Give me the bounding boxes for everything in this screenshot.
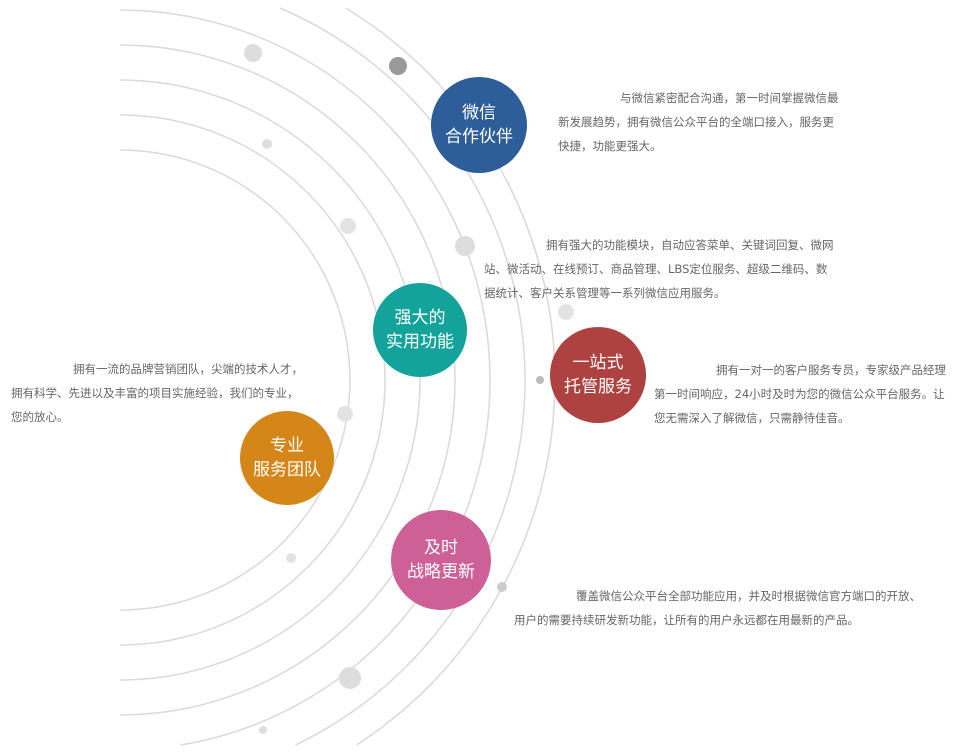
desc-line: 快捷，功能更强大。: [558, 139, 662, 153]
desc-line: 据统计、客户关系管理等一系列微信应用服务。: [484, 286, 726, 300]
node-title: 服务团队: [253, 460, 321, 480]
dot: [497, 582, 507, 592]
dot: [455, 236, 475, 256]
desc-line: 第一时间响应，24小时及时为您的微信公众平台服务。让: [654, 387, 945, 401]
node-hosting: 一站式托管服务: [550, 327, 646, 423]
node-title: 实用功能: [386, 332, 454, 352]
node-title: 专业: [270, 436, 304, 456]
arc: [119, 114, 386, 646]
node-title: 微信: [462, 103, 496, 123]
dot: [389, 57, 407, 75]
node-strategy: 及时战略更新: [391, 510, 491, 610]
arc: [119, 149, 351, 611]
desc-line: 覆盖微信公众平台全部功能应用，并及时根据微信官方端口的开放、: [576, 589, 921, 603]
node-team: 专业服务团队: [240, 411, 334, 505]
desc-line: 拥有一对一的客户服务专员，专家级产品经理: [716, 363, 946, 377]
node-title: 合作伙伴: [445, 127, 513, 147]
dot: [286, 553, 296, 563]
desc-line: 用户的需要持续研发新功能，让所有的用户永远都在用最新的产品。: [514, 613, 859, 627]
node-features: 强大的实用功能: [373, 283, 467, 377]
arc: [119, 9, 491, 746]
node-title: 强大的: [394, 308, 446, 328]
desc-team: 拥有一流的品牌营销团队，尖端的技术人才， 拥有科学、先进以及丰富的项目实施经验，我…: [11, 357, 303, 429]
dot: [259, 726, 267, 734]
node-title: 一站式: [572, 353, 624, 373]
dot: [262, 139, 272, 149]
node-title: 战略更新: [407, 562, 475, 582]
desc-line: 与微信紧密配合沟通，第一时间掌握微信最: [620, 91, 839, 105]
desc-line: 拥有强大的功能模块，自动应答菜单、关键词回复、微网: [546, 238, 834, 252]
desc-line: 站、微活动、在线预订、商品管理、LBS定位服务、超级二维码、数: [484, 262, 828, 276]
arc: [119, 79, 421, 681]
desc-line: 拥有科学、先进以及丰富的项目实施经验，我们的专业，: [11, 386, 299, 400]
dot: [244, 44, 262, 62]
dot: [536, 376, 544, 384]
arc: [119, 44, 456, 716]
desc-strategy: 覆盖微信公众平台全部功能应用，并及时根据微信官方端口的开放、用户的需要持续研发新…: [514, 584, 921, 632]
desc-line: 拥有一流的品牌营销团队，尖端的技术人才，: [73, 362, 303, 376]
desc-line: 您无需深入了解微信，只需静待佳音。: [654, 411, 850, 425]
left-fade: [0, 0, 140, 753]
dot: [558, 304, 574, 320]
arc: [279, 7, 526, 746]
node-title: 及时: [424, 538, 458, 558]
desc-line: 您的放心。: [11, 410, 69, 424]
desc-hosting: 拥有一对一的客户服务专员，专家级产品经理第一时间响应，24小时及时为您的微信公众…: [654, 358, 946, 430]
desc-line: 新发展趋势，拥有微信公众平台的全端口接入，服务更: [558, 115, 834, 129]
node-wechat-partner: 微信合作伙伴: [431, 77, 527, 173]
desc-features: 拥有强大的功能模块，自动应答菜单、关键词回复、微网站、微活动、在线预订、商品管理…: [484, 233, 834, 305]
dot: [340, 218, 356, 234]
desc-wechat-partner: 与微信紧密配合沟通，第一时间掌握微信最新发展趋势，拥有微信公众平台的全端口接入，…: [558, 86, 839, 158]
dot: [339, 667, 361, 689]
dot: [337, 406, 353, 422]
node-title: 托管服务: [564, 377, 632, 397]
